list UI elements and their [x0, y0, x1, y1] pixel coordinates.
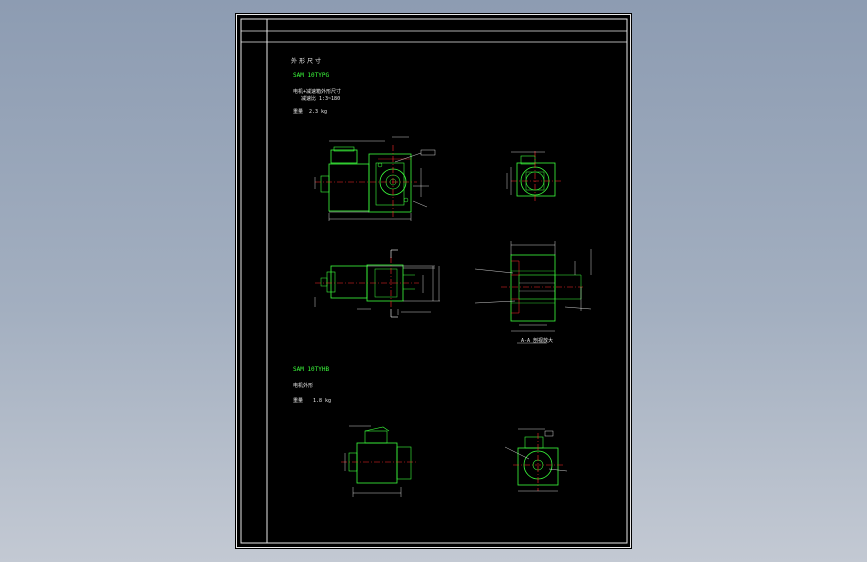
outer-frame	[236, 14, 631, 548]
section-a-a-view	[474, 241, 592, 344]
model-b-label: SAM 10TYHB	[293, 366, 330, 373]
motor-b-side-view	[341, 425, 417, 497]
model-a-label: SAM 10TYPG	[293, 72, 330, 79]
section-heading: 外形尺寸	[291, 58, 324, 65]
motor-b-end-view	[504, 428, 568, 492]
gearmotor-top-view	[314, 249, 440, 318]
section-caption: A-A 剖视放大	[521, 338, 554, 344]
motor-end-view	[506, 151, 561, 203]
model-a-ratio: 减速比 1:3~180	[301, 96, 341, 102]
model-a-weight-label: 重量	[293, 109, 304, 115]
motor-side-view	[314, 136, 436, 221]
model-a-note: 电机+减速箱外形尺寸	[293, 89, 342, 95]
model-a-weight: 2.3 kg	[309, 109, 328, 115]
drawing-sheet[interactable]: 外形尺寸 SAM 10TYPG 电机+减速箱外形尺寸 减速比 1:3~180 重…	[235, 13, 632, 549]
model-b-weight-label: 重量	[293, 398, 304, 404]
model-b-note: 电机外形	[293, 383, 314, 389]
inner-frame	[240, 18, 628, 544]
cad-drawing-canvas	[236, 14, 631, 548]
model-b-weight: 1.8 kg	[313, 398, 332, 404]
